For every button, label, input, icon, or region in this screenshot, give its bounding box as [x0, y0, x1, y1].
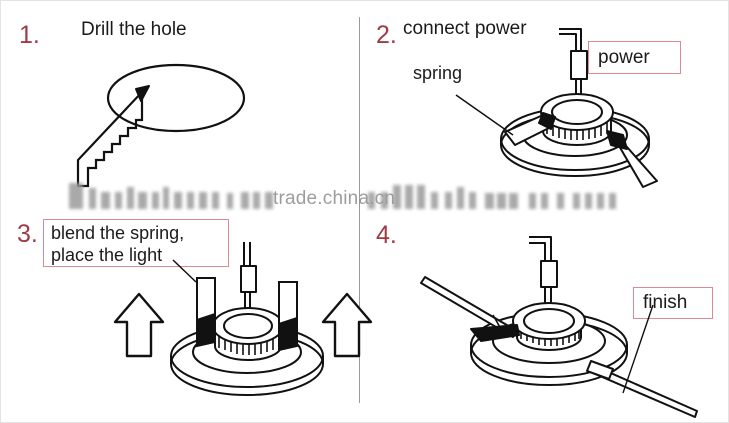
spring-label: spring	[413, 63, 463, 83]
watermark-text: trade.china.cn	[273, 188, 396, 209]
spring-clip-left-raised	[196, 277, 216, 348]
step-3-illustration	[113, 242, 373, 406]
spring-clip-right-raised	[278, 281, 298, 352]
step-4-illustration	[401, 233, 701, 418]
step-3-number: 3.	[17, 220, 38, 248]
step-1-title: Drill the hole	[81, 19, 187, 40]
lamp-head-inner-ring	[523, 308, 575, 334]
step-2-number: 2.	[376, 21, 397, 49]
spring-leader-line	[455, 94, 514, 136]
spring-clip-left-flat	[420, 276, 520, 342]
spring-clip-left	[504, 112, 556, 146]
power-lead-outer	[559, 28, 582, 51]
up-arrow-left	[113, 292, 165, 358]
up-arrow-right	[321, 292, 373, 358]
step-3-callout: blend the spring, place the light	[43, 219, 229, 267]
step-2-title: connect power	[403, 18, 527, 39]
callout-leader-line	[172, 259, 197, 283]
step-4-number: 4.	[376, 221, 397, 249]
power-lead-inner	[559, 33, 577, 51]
power-connector-block	[540, 260, 558, 288]
spring-clip-right-flat	[586, 360, 698, 418]
step-3-callout-line-1: blend the spring,	[51, 223, 185, 243]
finish-leader-line	[622, 304, 654, 394]
lamp-head-inner-ring	[223, 313, 273, 339]
step-3-callout-line-2: place the light	[51, 245, 163, 265]
ceiling-hole-ellipse	[106, 63, 246, 133]
quadrant-divider	[359, 17, 360, 403]
step-1-number: 1.	[19, 21, 40, 49]
spring-clip-right	[606, 130, 658, 188]
finish-callout-text: finish	[643, 292, 688, 313]
power-connector-block	[570, 50, 588, 80]
trim-ring-edge	[500, 139, 650, 145]
power-connector-block	[240, 265, 257, 293]
power-callout: power	[588, 41, 681, 74]
step-1-illustration	[56, 56, 286, 201]
step-2-illustration	[455, 19, 686, 188]
finish-callout: finish	[633, 287, 713, 319]
power-callout-text: power	[598, 46, 650, 68]
saw-blade-serrated	[76, 89, 144, 188]
lamp-head-inner-ring	[551, 99, 603, 125]
